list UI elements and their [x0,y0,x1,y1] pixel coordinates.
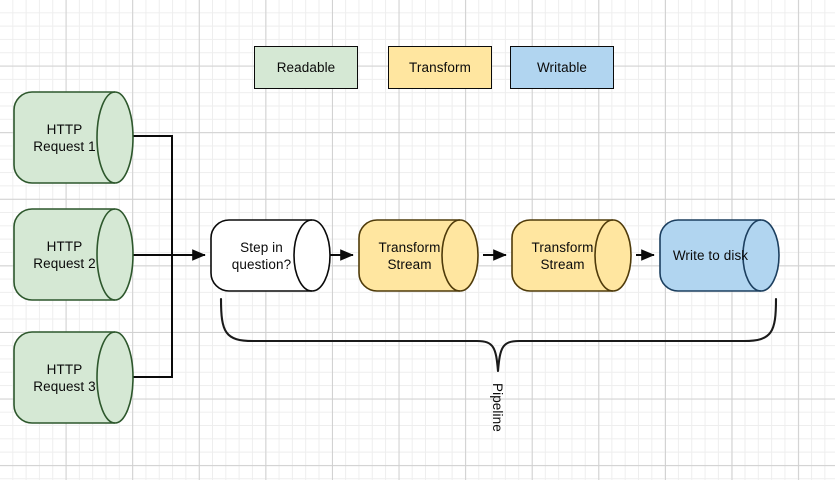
node-http-request-1[interactable] [13,91,134,184]
node-http-request-2[interactable] [13,208,134,301]
legend-label-writable: Writable [536,60,588,75]
node-step-in-question[interactable] [210,219,331,292]
pipeline-brace-label: Pipeline [490,383,505,432]
node-write-to-disk[interactable] [659,219,780,292]
node-transform-stream-1[interactable] [358,219,479,292]
legend-item-readable[interactable]: Readable [254,46,358,89]
node-http-request-3[interactable] [13,331,134,424]
node-transform-stream-2[interactable] [511,219,632,292]
connector-request-1 [133,135,173,255]
connector-request-3 [133,255,173,378]
legend-item-writable[interactable]: Writable [510,46,614,89]
legend-label-readable: Readable [276,60,336,75]
legend-item-transform[interactable]: Transform [388,46,492,89]
pipeline-brace [219,297,778,373]
legend-label-transform: Transform [409,60,471,75]
